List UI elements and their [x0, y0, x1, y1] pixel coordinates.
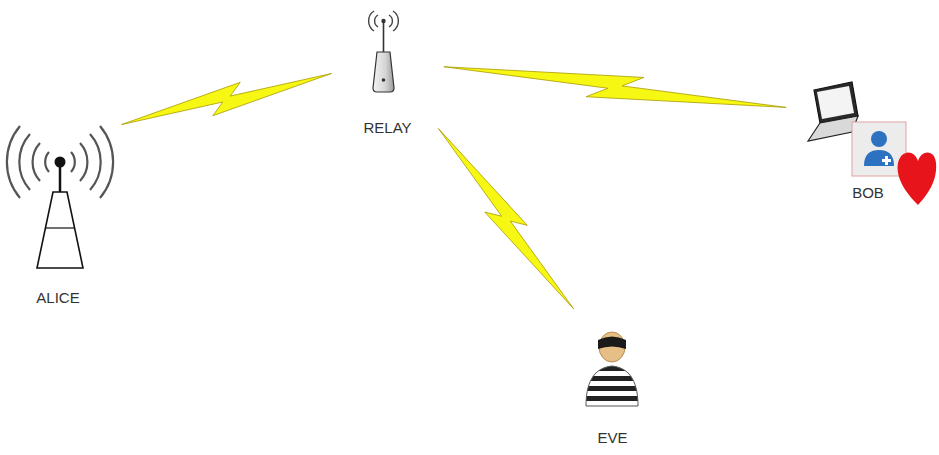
wave — [100, 126, 113, 198]
person-head — [871, 131, 887, 147]
station-label: BOB — [852, 184, 884, 202]
heart-symbol — [898, 153, 937, 205]
tower-body — [37, 192, 83, 268]
medical-cross — [882, 156, 891, 165]
station-label: EVE — [597, 429, 627, 447]
antenna-body — [373, 52, 394, 92]
wave — [71, 152, 75, 172]
stripe — [584, 386, 640, 391]
lightning-link — [438, 129, 573, 309]
wave — [80, 143, 87, 181]
thief-head — [599, 332, 625, 362]
lightning-link — [122, 74, 332, 125]
stripe — [584, 366, 640, 371]
station-node: BOB — [800, 80, 936, 205]
wave — [369, 11, 374, 31]
antenna-tip — [55, 157, 66, 168]
wave — [393, 11, 398, 31]
laptop-display — [817, 86, 854, 119]
eye-mask — [598, 337, 626, 350]
wave — [33, 143, 40, 181]
tower-icon — [7, 126, 113, 268]
shirt-ground — [584, 364, 640, 408]
striped-shirt — [584, 364, 640, 408]
antenna-led — [382, 78, 386, 82]
stripe — [584, 396, 640, 401]
antenna-stick — [383, 22, 385, 52]
wave — [19, 134, 30, 190]
wave — [45, 152, 49, 172]
wave — [375, 15, 378, 27]
station-label: RELAY — [363, 119, 411, 137]
person-body — [864, 150, 894, 166]
station-node: EVE — [570, 320, 655, 450]
laptop-icon — [808, 82, 858, 141]
station-label: ALICE — [36, 289, 79, 307]
radio-waves — [7, 126, 113, 198]
laptop-base — [808, 116, 858, 141]
station-node: ALICE — [8, 110, 108, 310]
thief-icon — [584, 332, 640, 408]
wave — [7, 126, 20, 198]
tower-bar — [46, 227, 74, 228]
lightning-link — [444, 67, 786, 108]
wave — [389, 15, 392, 27]
shirt-outline — [586, 366, 638, 406]
station-node: RELAY — [345, 5, 430, 140]
wave — [90, 134, 101, 190]
antenna-icon — [369, 11, 399, 92]
